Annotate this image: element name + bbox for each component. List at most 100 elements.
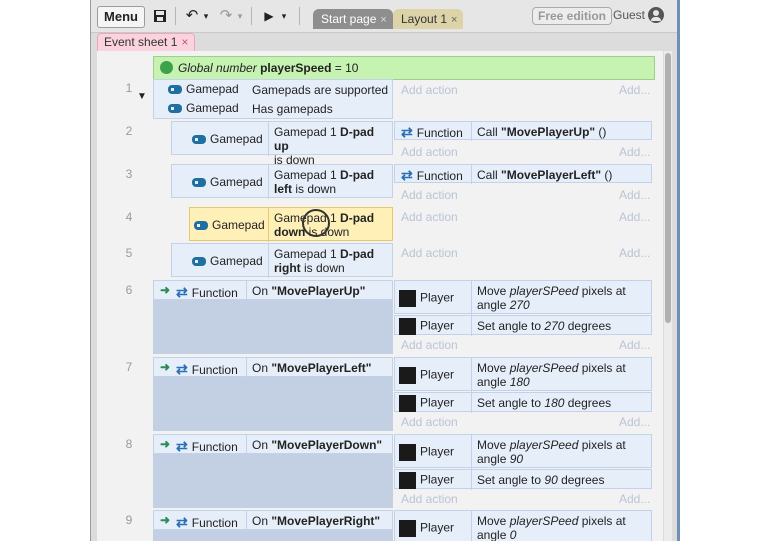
- trigger-text: On "MovePlayerLeft": [252, 361, 372, 375]
- add-action-link[interactable]: Add action: [401, 210, 458, 224]
- player-sprite-icon: [399, 367, 416, 384]
- event-3-action[interactable]: ⇄Function Call "MovePlayerLeft" (): [394, 164, 652, 184]
- tab-layout-1[interactable]: Layout 1×: [393, 9, 464, 29]
- guest-label[interactable]: Guest: [613, 8, 646, 22]
- action-object: Function: [416, 126, 463, 140]
- function-trigger[interactable]: ➜ ⇄Function On "MovePlayerLeft": [153, 357, 393, 378]
- play-dropdown-icon[interactable]: ▾: [281, 11, 287, 21]
- collapse-arrow-icon[interactable]: ▼: [137, 91, 147, 102]
- gamepad-icon: [194, 221, 208, 231]
- add-link[interactable]: Add...: [619, 415, 651, 429]
- trigger-object: Function: [191, 516, 238, 530]
- global-var-value: = 10: [334, 61, 359, 75]
- action-object: Player: [420, 472, 455, 487]
- redo-icon[interactable]: ↷: [219, 7, 233, 24]
- set-angle-action[interactable]: Player Set angle to 270 degrees: [394, 315, 652, 336]
- action-object: Player: [420, 318, 455, 333]
- function-icon: ⇄: [401, 167, 413, 183]
- add-link[interactable]: Add...: [619, 246, 651, 260]
- event-number: 3: [125, 167, 133, 181]
- tab-event-sheet-1-label: Event sheet 1: [104, 35, 178, 49]
- event-number: 4: [125, 210, 133, 224]
- trigger-text: On "MovePlayerUp": [252, 284, 366, 298]
- event-number: 8: [125, 437, 133, 451]
- function-icon: ⇄: [176, 438, 188, 454]
- free-edition-badge[interactable]: Free edition: [532, 7, 613, 25]
- global-var-name: playerSpeed: [260, 61, 332, 75]
- condition-object: Gamepad: [212, 218, 265, 232]
- trigger-text: On "MovePlayerDown": [252, 438, 383, 452]
- function-trigger[interactable]: ➜ ⇄Function On "MovePlayerRight": [153, 510, 393, 531]
- event-2-action[interactable]: ⇄Function Call "MovePlayerUp" (): [394, 121, 652, 141]
- save-icon[interactable]: [151, 6, 169, 26]
- add-action-link[interactable]: Add action: [401, 338, 458, 352]
- tab-layout-1-label: Layout 1: [401, 12, 448, 26]
- set-angle-action[interactable]: Player Set angle to 180 degrees: [394, 392, 652, 413]
- add-link[interactable]: Add...: [619, 83, 651, 97]
- user-avatar-icon[interactable]: [648, 7, 664, 23]
- undo-icon[interactable]: ↶: [185, 7, 199, 24]
- function-icon: ⇄: [176, 361, 188, 377]
- redo-dropdown-icon[interactable]: ▾: [237, 11, 243, 21]
- scrollbar-thumb[interactable]: [665, 53, 671, 323]
- add-action-link[interactable]: Add action: [401, 145, 458, 159]
- trigger-arrow-icon: ➜: [160, 513, 171, 527]
- set-angle-action[interactable]: Player Set angle to 90 degrees: [394, 469, 652, 490]
- add-link[interactable]: Add...: [619, 338, 651, 352]
- trigger-arrow-icon: ➜: [160, 437, 171, 451]
- tab-event-sheet-1[interactable]: Event sheet 1×: [97, 33, 196, 52]
- condition-object: Gamepad: [168, 82, 239, 96]
- vertical-scrollbar[interactable]: [664, 51, 672, 541]
- event-sheet: Global number playerSpeed = 10 1 ▼ Gamep…: [97, 51, 663, 541]
- trigger-object: Function: [191, 286, 238, 300]
- trigger-text: On "MovePlayerRight": [252, 514, 381, 528]
- add-link[interactable]: Add...: [619, 210, 651, 224]
- global-variable-row[interactable]: Global number playerSpeed = 10: [153, 56, 655, 80]
- function-trigger[interactable]: ➜ ⇄Function On "MovePlayerDown": [153, 434, 393, 455]
- globe-icon: [160, 61, 173, 74]
- action-text: Set angle to 180 degrees: [477, 396, 612, 410]
- event-number: 1: [125, 81, 133, 95]
- event-1-conditions[interactable]: Gamepad Gamepads are supported Gamepad H…: [153, 79, 393, 119]
- event-number: 9: [125, 513, 133, 527]
- action-text: Set angle to 270 degrees: [477, 319, 612, 333]
- play-icon[interactable]: ▶: [264, 9, 274, 23]
- player-sprite-icon: [399, 520, 416, 537]
- action-object: Player: [420, 444, 455, 459]
- function-trigger[interactable]: ➜ ⇄Function On "MovePlayerUp": [153, 280, 393, 301]
- player-sprite-icon: [399, 472, 416, 489]
- add-action-link[interactable]: Add action: [401, 415, 458, 429]
- condition-object: Gamepad: [210, 132, 263, 146]
- event-number: 7: [125, 360, 133, 374]
- function-icon: ⇄: [401, 124, 413, 140]
- action-object: Function: [416, 169, 463, 183]
- condition-object: Gamepad: [210, 175, 263, 189]
- add-action-link[interactable]: Add action: [401, 492, 458, 506]
- add-link[interactable]: Add...: [619, 145, 651, 159]
- add-link[interactable]: Add...: [619, 492, 651, 506]
- condition-text: Gamepads are supported: [252, 83, 389, 97]
- add-action-link[interactable]: Add action: [401, 246, 458, 260]
- tab-event-sheet-1-close-icon[interactable]: ×: [181, 35, 189, 49]
- menu-button[interactable]: Menu: [97, 6, 145, 28]
- condition-object: Gamepad: [210, 254, 263, 268]
- add-link[interactable]: Add...: [619, 188, 651, 202]
- tab-layout-1-close-icon[interactable]: ×: [451, 14, 458, 26]
- undo-dropdown-icon[interactable]: ▾: [203, 11, 209, 21]
- function-icon: ⇄: [176, 284, 188, 300]
- add-action-link[interactable]: Add action: [401, 188, 458, 202]
- tab-start-page-close-icon[interactable]: ×: [380, 14, 387, 26]
- add-action-link[interactable]: Add action: [401, 83, 458, 97]
- tab-start-page[interactable]: Start page×: [313, 9, 393, 29]
- action-object: Player: [420, 520, 455, 535]
- action-text: Call "MovePlayerUp" (): [477, 125, 607, 139]
